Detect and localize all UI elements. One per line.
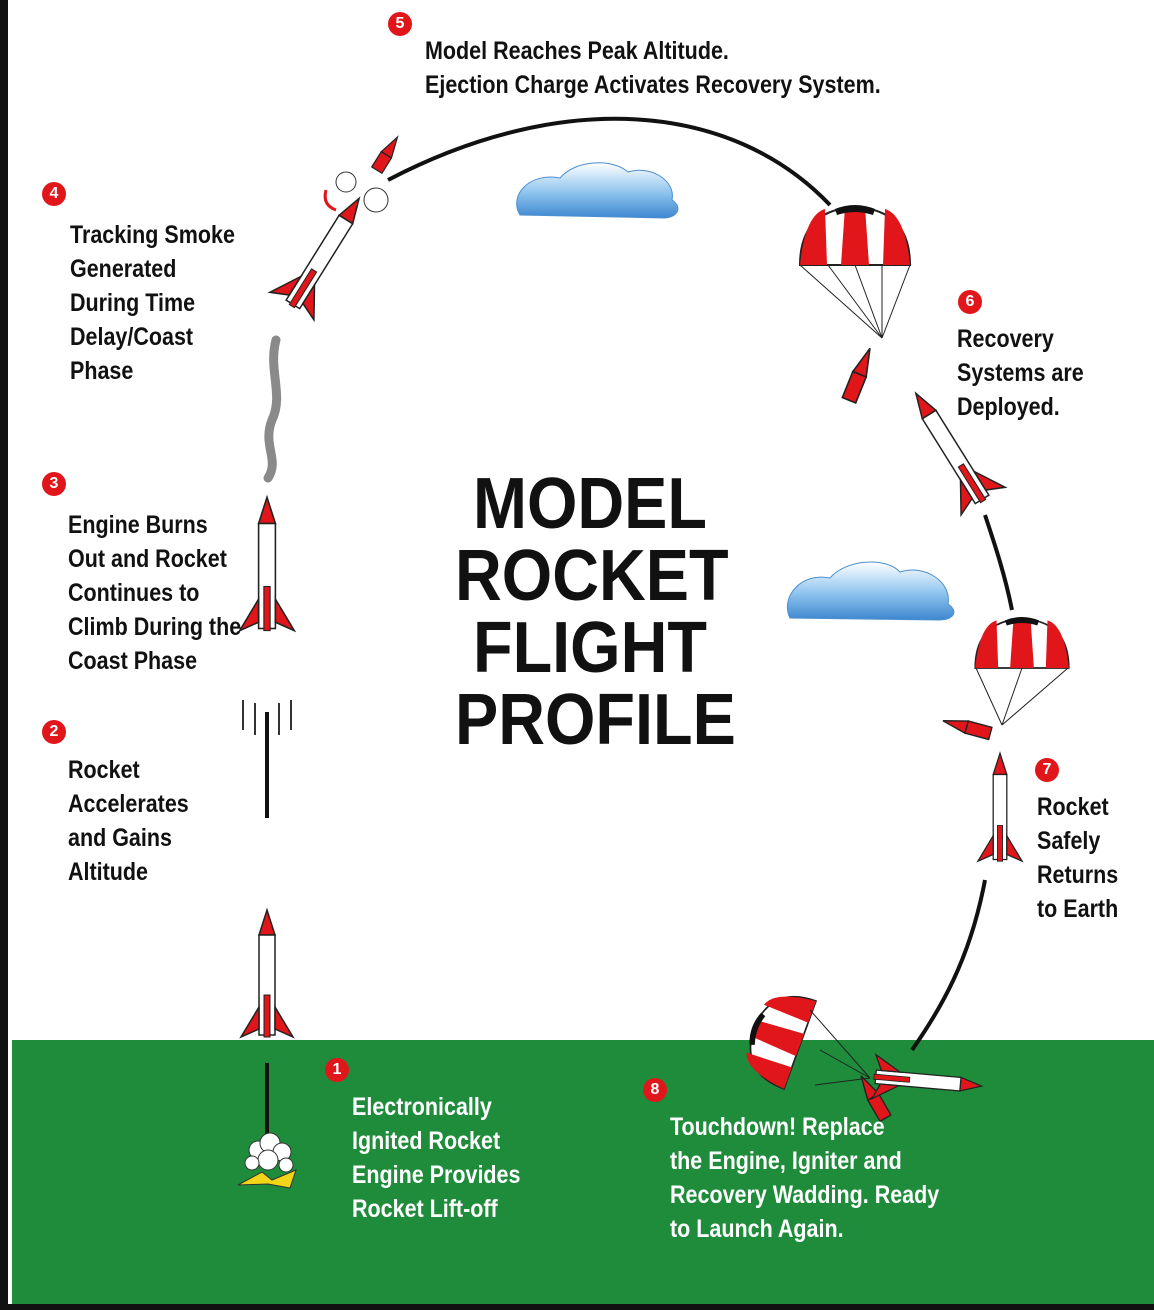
step-line: Deployed. <box>957 393 1060 421</box>
step-line: to Earth <box>1037 895 1119 923</box>
step-3-badge: 3 <box>42 472 66 496</box>
step-line: During Time <box>70 289 196 317</box>
step-line: and Gains <box>68 824 172 852</box>
step-line: Rocket Lift-off <box>352 1195 498 1223</box>
step-line: Generated <box>70 255 177 283</box>
step-7-badge: 7 <box>1035 758 1059 782</box>
rocket-body-descending-2 <box>977 752 1023 862</box>
ejection-puff <box>323 171 389 213</box>
rocket-nose-ejected <box>370 135 399 175</box>
step-line: Accelerates <box>68 790 189 818</box>
flight-path-apex <box>387 116 832 207</box>
step-line: Tracking Smoke <box>70 221 235 249</box>
step-line: the Engine, Igniter and <box>670 1147 902 1175</box>
step-line: Delay/Coast <box>70 323 194 351</box>
shroud-lines-3 <box>809 1009 871 1086</box>
step-line: Coast Phase <box>68 647 198 675</box>
diagram-title: MODEL ROCKET FLIGHT PROFILE <box>455 464 736 760</box>
step-line: Ignited Rocket <box>352 1127 501 1155</box>
step-6-text: Recovery Systems are Deployed. <box>957 322 1084 424</box>
step-line: Out and Rocket <box>68 545 227 573</box>
cloud-upper <box>516 162 679 219</box>
rocket-body-landed <box>871 1054 985 1109</box>
step-4-text: Tracking Smoke Generated During Time Del… <box>70 218 235 388</box>
frame-border-left <box>0 0 8 1310</box>
step-line: Continues to <box>68 579 200 607</box>
flight-path-descent-2 <box>910 879 987 1052</box>
step-line: Rocket <box>1037 793 1109 821</box>
step-line: Rocket <box>68 756 140 784</box>
step-line: Engine Provides <box>352 1161 521 1189</box>
step-5-badge: 5 <box>388 12 412 36</box>
step-line: to Launch Again. <box>670 1215 844 1243</box>
step-1-text: Electronically Ignited Rocket Engine Pro… <box>352 1090 520 1226</box>
nose-cone-descending-2 <box>942 720 993 741</box>
step-3-text: Engine Burns Out and Rocket Continues to… <box>68 508 241 678</box>
step-line: Systems are <box>957 359 1084 387</box>
step-line: Returns <box>1037 861 1119 889</box>
title-line: ROCKET <box>455 536 729 616</box>
step-8-text: Touchdown! Replace the Engine, Igniter a… <box>670 1110 939 1246</box>
step-4-badge: 4 <box>42 182 66 206</box>
title-line: MODEL <box>473 464 707 544</box>
parachute-returning <box>974 616 1070 669</box>
exhaust-lines <box>242 700 292 735</box>
step-line: Altitude <box>68 858 149 886</box>
step-line: Ejection Charge Activates Recovery Syste… <box>425 71 881 99</box>
step-line: Safely <box>1037 827 1101 855</box>
rocket-coast <box>238 496 296 632</box>
shroud-lines-2 <box>975 667 1069 726</box>
step-7-text: Rocket Safely Returns to Earth <box>1037 790 1118 926</box>
nose-cone-descending-1 <box>841 347 871 404</box>
step-line: Climb During the <box>68 613 242 641</box>
title-line: FLIGHT <box>473 608 707 688</box>
title-line: PROFILE <box>455 680 736 760</box>
cloud-lower <box>786 561 955 621</box>
step-line: Engine Burns <box>68 511 208 539</box>
step-line: Touchdown! Replace <box>670 1113 885 1141</box>
step-8-badge: 8 <box>643 1078 667 1102</box>
step-2-text: Rocket Accelerates and Gains Altitude <box>68 753 189 889</box>
parachute-deployed <box>799 204 911 266</box>
step-2-badge: 2 <box>42 720 66 744</box>
step-5-text: Model Reaches Peak Altitude. Ejection Ch… <box>425 34 881 102</box>
rocket-smoke-phase <box>269 183 382 321</box>
step-line: Recovery <box>957 325 1054 353</box>
parachute-landed <box>735 982 817 1090</box>
rocket-liftoff <box>240 909 294 1038</box>
launch-exhaust <box>237 1132 297 1189</box>
frame-border-bottom <box>0 1304 1154 1310</box>
step-line: Phase <box>70 357 134 385</box>
flight-path-descent-1 <box>983 514 1014 611</box>
smoke-trail <box>263 335 282 483</box>
step-6-badge: 6 <box>958 290 982 314</box>
step-line: Recovery Wadding. Ready <box>670 1181 940 1209</box>
step-1-badge: 1 <box>325 1058 349 1082</box>
step-line: Model Reaches Peak Altitude. <box>425 37 729 65</box>
shroud-lines-1 <box>799 264 911 339</box>
step-line: Electronically <box>352 1093 492 1121</box>
